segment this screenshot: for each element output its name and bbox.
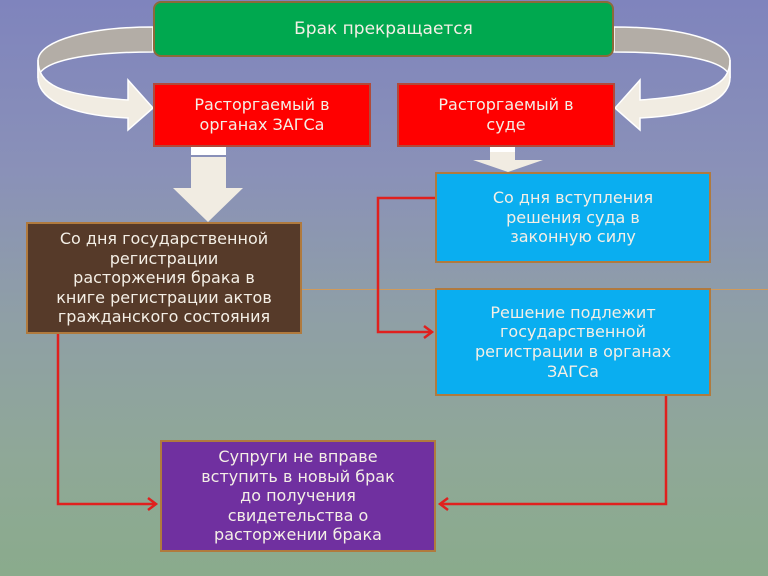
dissolution-civil-registry-box: Расторгаемый в органах ЗАГСа (153, 83, 371, 147)
down-arrow-right-icon (473, 147, 543, 172)
curved-arrow-left-icon (37, 26, 155, 132)
red-connectors (56, 196, 668, 511)
connector-registry-to-result (56, 334, 155, 506)
connector-registration-to-result (441, 396, 668, 506)
connector-court-to-registration (376, 196, 435, 334)
court-decision-date-box: Со дня вступления решения суда в законну… (435, 172, 711, 263)
down-arrow-left-icon (173, 147, 243, 222)
state-registration-box: Решение подлежит государственной регистр… (435, 288, 711, 396)
dissolution-court-box: Расторгаемый в суде (397, 83, 615, 147)
curved-arrow-right-icon (613, 26, 731, 132)
marriage-terminates-box: Брак прекращается (153, 1, 614, 57)
registry-date-box: Со дня государственной регистрации расто… (26, 222, 302, 334)
remarriage-restriction-box: Супруги не вправе вступить в новый брак … (160, 440, 436, 552)
